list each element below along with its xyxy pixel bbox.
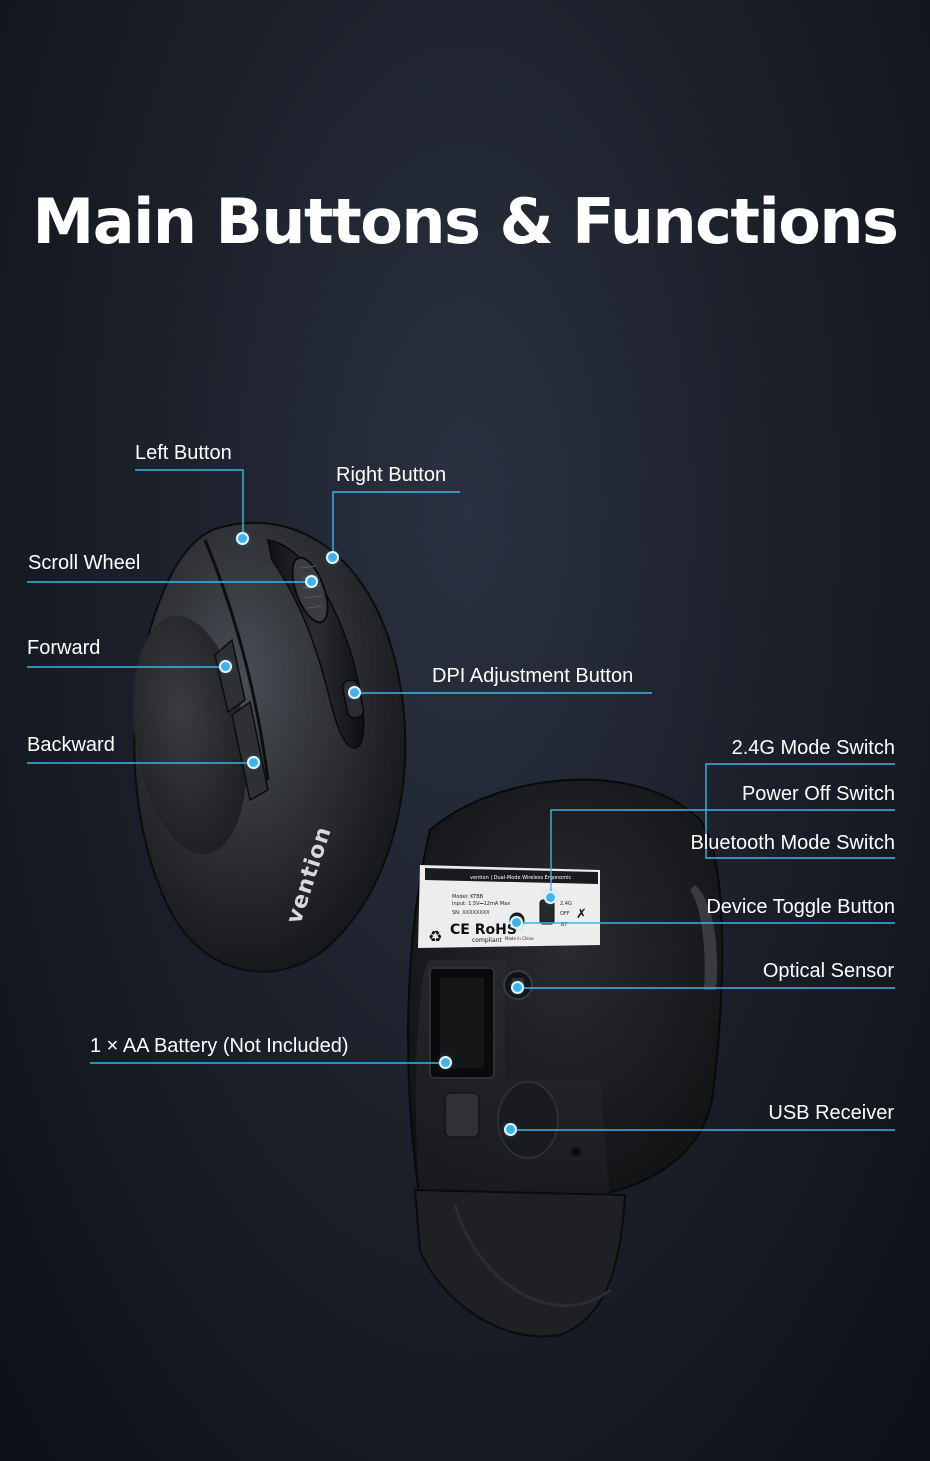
label-backward: Backward [27, 734, 115, 756]
callout-dot-backward [249, 758, 258, 767]
label-made-in: Made in China [505, 936, 534, 941]
label-dpi-button: DPI Adjustment Button [432, 665, 634, 687]
label-scroll-wheel: Scroll Wheel [28, 552, 141, 574]
page-title: Main Buttons & Functions [32, 185, 899, 258]
label-battery: 1 × AA Battery (Not Included) [90, 1035, 349, 1057]
label-bluetooth-mode-switch: Bluetooth Mode Switch [690, 832, 895, 854]
label-forward: Forward [27, 637, 101, 659]
label-compliant: compliant [472, 937, 502, 944]
label-line4: SN: XXXXXXXX [452, 910, 490, 916]
label-power-off-switch: Power Off Switch [741, 783, 895, 805]
label-right-button: Right Button [336, 464, 447, 486]
callout-dot-scroll-wheel [307, 577, 316, 586]
label-device-toggle-button: Device Toggle Button [706, 896, 895, 918]
callout-dot-device-toggle [512, 918, 521, 927]
callout-dot-forward [221, 662, 230, 671]
callout-dot-power-switch [546, 893, 555, 902]
label-switch-bt: BT [561, 922, 568, 928]
label-line2: Model: KTBB [452, 894, 484, 900]
label-left-button: Left Button [135, 442, 232, 464]
label-line1: vention | Dual-Mode Wireless Ergonomic [470, 875, 571, 881]
callout-dot-dpi [350, 688, 359, 697]
label-switch-24g: 2.4G [560, 901, 572, 907]
recycle-icon: ♻ [428, 927, 442, 946]
callout-dot-left-button [238, 534, 247, 543]
label-compliance: CE RoHS [450, 922, 517, 938]
label-optical-sensor: Optical Sensor [762, 960, 894, 982]
label-line3: Input: 1.5V⎓12mA Max [452, 901, 510, 907]
callout-dot-right-button [328, 553, 337, 562]
callout-dot-optical-sensor [513, 983, 522, 992]
label-switch-off: OFF [560, 911, 570, 917]
mouse-top-view: vention [133, 521, 407, 973]
label-24g-mode-switch: 2.4G Mode Switch [731, 737, 895, 759]
label-usb-receiver: USB Receiver [768, 1102, 894, 1124]
callout-dot-battery [441, 1058, 450, 1067]
callout-lines [27, 469, 895, 1131]
weee-bin-icon: ✗ [576, 907, 587, 922]
callout-dot-usb-receiver [506, 1125, 515, 1134]
mouse-bottom-view: vention | Dual-Mode Wireless Ergonomic M… [407, 778, 724, 1338]
